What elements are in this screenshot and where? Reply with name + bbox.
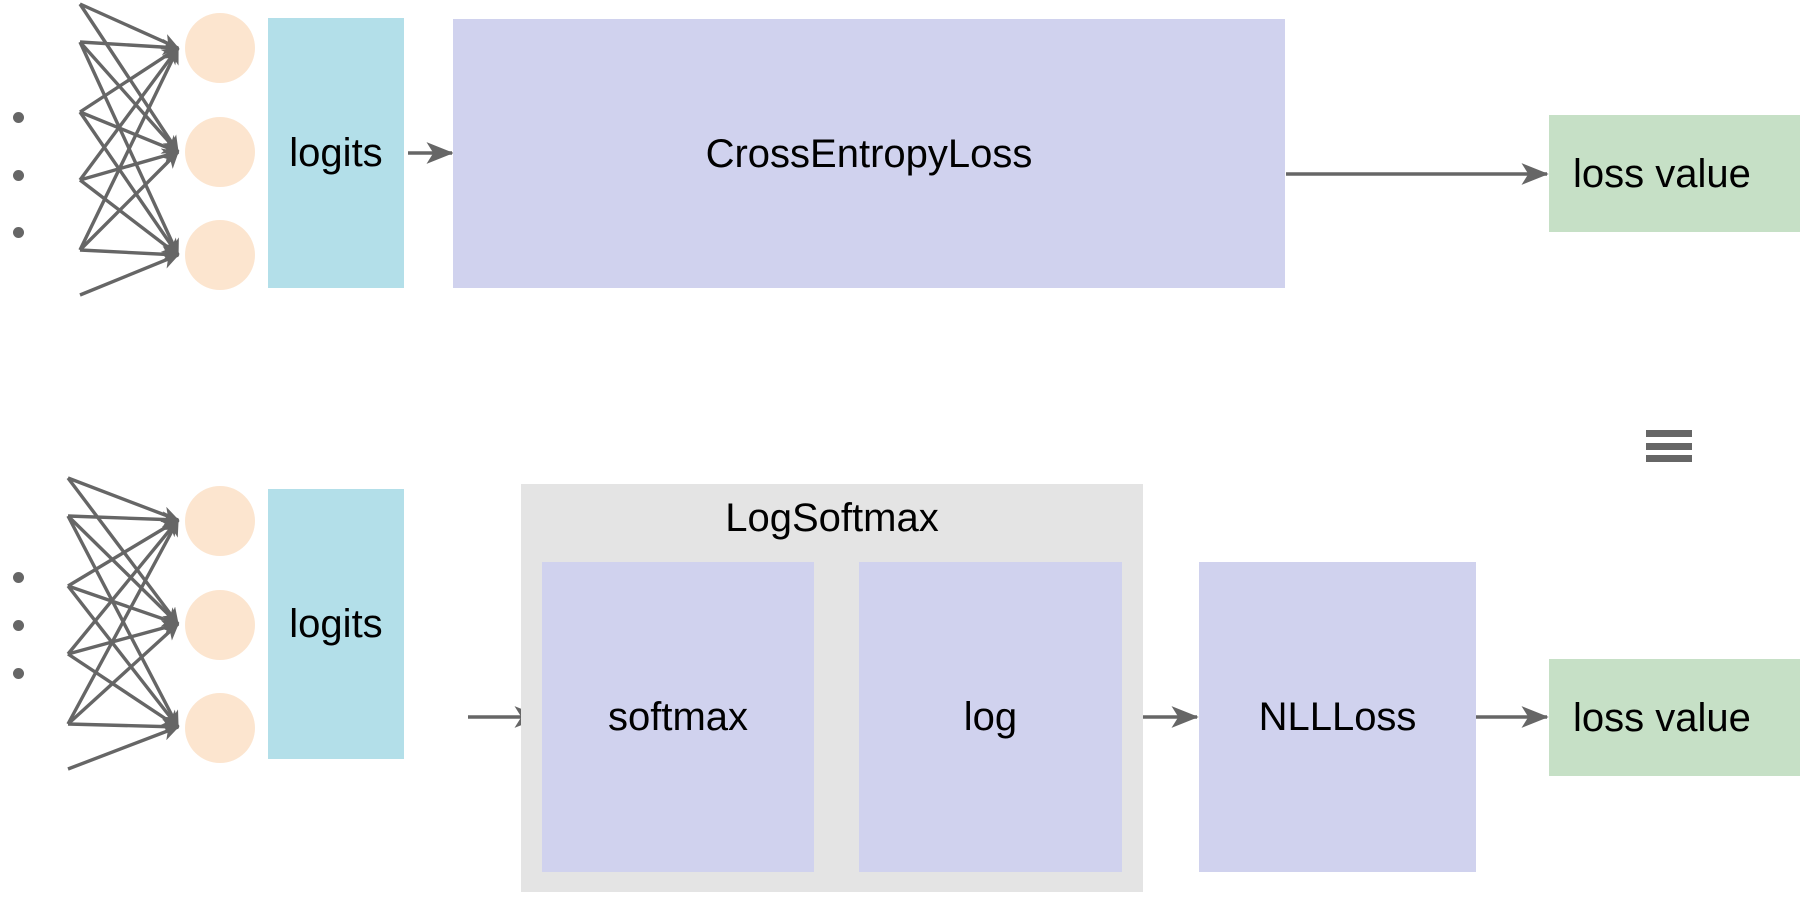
logits-label-bottom: logits xyxy=(289,602,383,646)
loss-value-label-bottom: loss value xyxy=(1573,695,1751,740)
logits-box-bottom[interactable]: logits xyxy=(268,489,404,759)
output-neuron-bottom-1 xyxy=(185,486,255,556)
loss-value-label-top: loss value xyxy=(1573,151,1751,196)
ellipsis-dot-top-2 xyxy=(13,170,24,181)
logits-box-top[interactable]: logits xyxy=(268,18,404,288)
ellipsis-dot-bottom-3 xyxy=(13,668,24,679)
hamburger-bar-3 xyxy=(1646,455,1692,462)
logits-label-top: logits xyxy=(289,131,383,175)
loss-value-box-top[interactable]: loss value xyxy=(1549,115,1800,232)
nll-loss-box[interactable]: NLLLoss xyxy=(1199,562,1476,872)
cross-entropy-loss-box[interactable]: CrossEntropyLoss xyxy=(453,19,1285,288)
hamburger-bar-1 xyxy=(1646,430,1692,437)
nll-loss-label: NLLLoss xyxy=(1258,695,1417,739)
log-box[interactable]: log xyxy=(859,562,1122,872)
ellipsis-dot-bottom-1 xyxy=(13,572,24,583)
output-neuron-bottom-3 xyxy=(185,693,255,763)
hamburger-menu-icon[interactable] xyxy=(1646,430,1692,462)
ellipsis-dot-top-1 xyxy=(13,112,24,123)
log-label: log xyxy=(963,695,1018,739)
output-neuron-top-2 xyxy=(185,117,255,187)
hamburger-bar-2 xyxy=(1646,442,1692,450)
softmax-label: softmax xyxy=(607,695,749,739)
output-neuron-bottom-2 xyxy=(185,590,255,660)
loss-value-box-bottom[interactable]: loss value xyxy=(1549,659,1800,776)
log-softmax-group-label: LogSoftmax xyxy=(725,496,939,540)
ellipsis-dot-top-3 xyxy=(13,227,24,238)
ellipsis-dot-bottom-2 xyxy=(13,620,24,631)
cross-entropy-loss-label: CrossEntropyLoss xyxy=(705,131,1033,176)
output-neuron-top-3 xyxy=(185,220,255,290)
output-neuron-top-1 xyxy=(185,13,255,83)
softmax-box[interactable]: softmax xyxy=(542,562,814,872)
